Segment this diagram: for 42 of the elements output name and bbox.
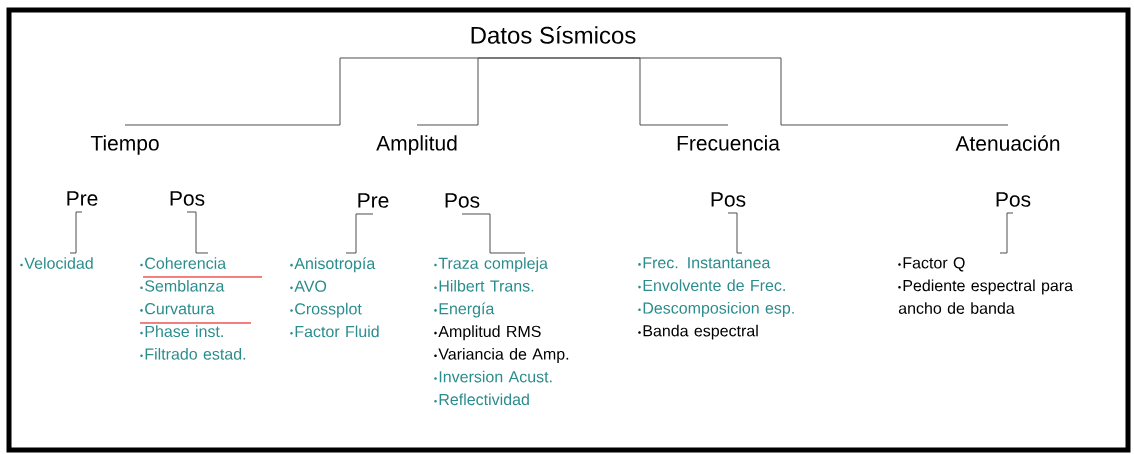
list-item: Coherencia — [140, 257, 227, 269]
list-item: Variancia de Amp. — [434, 348, 569, 363]
connector-line — [999, 212, 1014, 254]
list-item: Curvatura — [140, 303, 215, 315]
list-item: Reflectividad — [434, 393, 529, 406]
list-item: Factor Q — [898, 257, 965, 272]
list-item: Filtrado estad. — [140, 348, 246, 360]
stage-label: Pos — [711, 192, 746, 207]
list-item: Hilbert Trans. — [434, 279, 534, 292]
list-item: AVO — [290, 280, 327, 292]
category-label: Atenuación — [955, 135, 1060, 151]
list-item: Inversion Acust. — [434, 370, 552, 383]
list-item: Pediente espectral para ancho de banda — [898, 279, 1074, 314]
stage-label: Pos — [996, 192, 1031, 207]
heading: Datos Sísmicos — [471, 25, 636, 44]
stage-label: Pre — [358, 193, 389, 208]
list-item: Descomposicion esp. — [638, 302, 794, 317]
connector-line — [416, 57, 554, 126]
connector-line — [552, 57, 1009, 126]
category-label: Tiempo — [90, 135, 159, 155]
list-item: Envolvente de Frec. — [638, 279, 785, 292]
category-label: Frecuencia — [677, 135, 780, 151]
list-item: Traza compleja — [434, 257, 548, 273]
connector-line — [461, 213, 526, 254]
stage-label: Pre — [67, 191, 98, 206]
stage-label: Pos — [445, 193, 480, 208]
list-item: Semblanza — [140, 279, 225, 292]
connector-line — [186, 211, 209, 254]
list-item: Anisotropía — [290, 257, 376, 273]
list-item: Factor Fluid — [290, 325, 379, 338]
list-item: Phase inst. — [140, 325, 223, 338]
connector-line — [69, 211, 83, 254]
connector-line — [727, 212, 743, 254]
stage-label: Pos — [170, 191, 205, 206]
category-label: Amplitud — [376, 135, 457, 155]
list-item: Velocidad — [20, 257, 93, 269]
list-item: Amplitud RMS — [434, 325, 541, 341]
connector-line — [345, 213, 374, 254]
list-item: Crossplot — [290, 302, 362, 318]
list-item: Banda espectral — [638, 324, 758, 340]
list-item: Frec. Instantanea — [638, 257, 771, 269]
list-item: Energía — [434, 302, 495, 318]
